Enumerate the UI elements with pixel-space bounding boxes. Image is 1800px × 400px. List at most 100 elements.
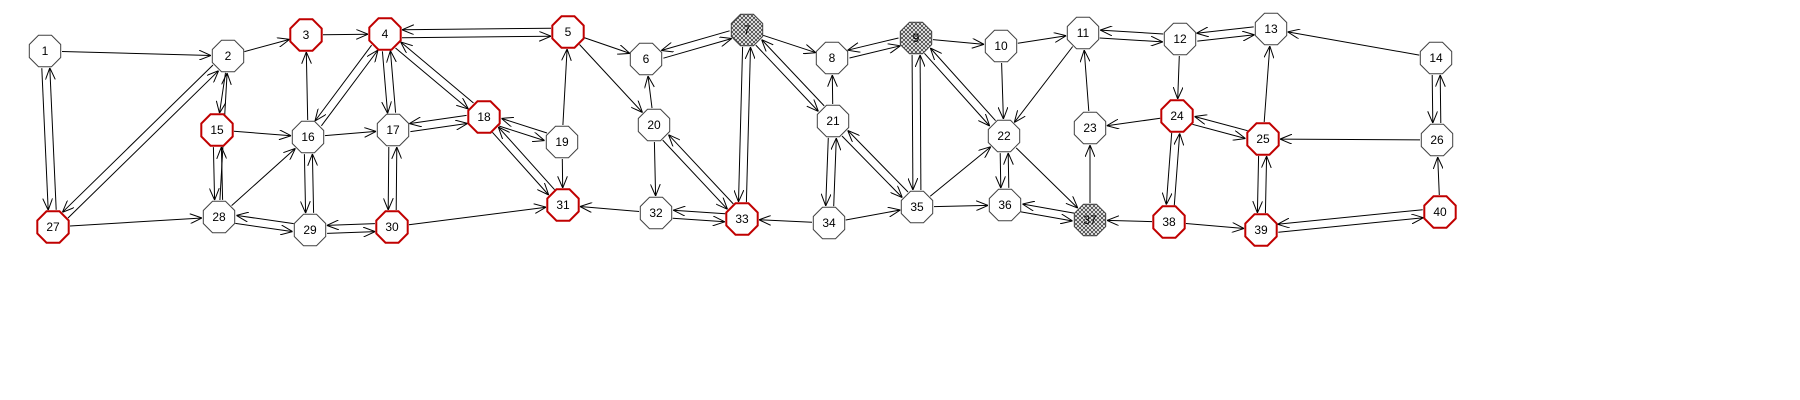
node-5[interactable]: 5: [551, 15, 585, 49]
edge-20-to-6: [648, 76, 652, 109]
edge-16-to-4: [320, 50, 378, 127]
node-31[interactable]: 31: [546, 188, 580, 222]
node-24-label: 24: [1170, 109, 1184, 123]
node-37-label: 37: [1083, 213, 1097, 227]
edge-12-to-24: [1178, 55, 1180, 99]
edge-33-to-7: [746, 47, 750, 203]
node-19[interactable]: 19: [545, 125, 579, 159]
node-17-shape: [376, 113, 410, 147]
edge-35-to-22: [929, 147, 991, 197]
node-33[interactable]: 33: [725, 202, 759, 236]
node-19-label: 19: [555, 135, 569, 149]
node-10[interactable]: 10: [984, 29, 1018, 63]
node-31-shape: [546, 188, 580, 222]
edge-39-to-40: [1278, 218, 1423, 233]
edge-30-to-29: [327, 224, 375, 226]
node-6-shape: [629, 42, 663, 76]
edge-22-to-37: [1015, 147, 1078, 208]
node-38[interactable]: 38: [1152, 205, 1186, 239]
node-6[interactable]: 6: [629, 42, 663, 76]
node-12-label: 12: [1173, 32, 1187, 46]
node-21-label: 21: [826, 114, 840, 128]
edge-5-to-6: [583, 37, 630, 54]
node-16[interactable]: 16: [291, 120, 325, 154]
edge-16-to-29: [304, 154, 305, 213]
edge-25-to-24: [1195, 117, 1248, 132]
node-33-label: 33: [735, 212, 749, 226]
node-36[interactable]: 36: [988, 188, 1022, 222]
node-23[interactable]: 23: [1073, 111, 1107, 145]
node-38-label: 38: [1162, 215, 1176, 229]
edge-16-to-17: [324, 131, 376, 135]
edge-40-to-39: [1278, 209, 1423, 225]
node-4[interactable]: 4: [368, 17, 402, 51]
edge-18-to-17: [409, 114, 467, 123]
node-30[interactable]: 30: [375, 210, 409, 244]
node-7[interactable]: 7: [730, 13, 764, 47]
node-10-shape: [984, 29, 1018, 63]
node-1[interactable]: 1: [28, 34, 62, 68]
node-35[interactable]: 35: [900, 190, 934, 224]
node-13[interactable]: 13: [1254, 12, 1288, 46]
edge-15-to-28: [213, 147, 214, 200]
node-26[interactable]: 26: [1420, 123, 1454, 157]
edge-18-to-4: [401, 42, 474, 104]
edge-16-to-3: [306, 52, 307, 121]
node-9[interactable]: 9: [899, 21, 933, 55]
node-7-shape: [730, 13, 764, 47]
node-14[interactable]: 14: [1419, 41, 1453, 75]
node-14-shape: [1419, 41, 1453, 75]
edge-33-to-32: [673, 210, 726, 214]
node-33-shape: [725, 202, 759, 236]
node-3[interactable]: 3: [289, 18, 323, 52]
edge-24-to-25: [1192, 123, 1245, 138]
node-39-shape: [1244, 213, 1278, 247]
node-12[interactable]: 12: [1163, 22, 1197, 56]
node-22[interactable]: 22: [987, 119, 1021, 153]
edge-39-to-25: [1265, 156, 1266, 214]
node-37[interactable]: 37: [1073, 203, 1107, 237]
node-8[interactable]: 8: [815, 41, 849, 75]
node-32[interactable]: 32: [639, 196, 673, 230]
node-12-shape: [1163, 22, 1197, 56]
node-30-label: 30: [385, 220, 399, 234]
node-21[interactable]: 21: [816, 104, 850, 138]
edge-28-to-16: [231, 148, 296, 206]
node-19-shape: [545, 125, 579, 159]
edge-25-to-13: [1263, 46, 1270, 123]
node-18[interactable]: 18: [467, 100, 501, 134]
node-15-shape: [200, 113, 234, 147]
node-40[interactable]: 40: [1423, 195, 1457, 229]
edge-4-to-17: [382, 51, 387, 113]
edge-10-to-22: [1002, 62, 1004, 119]
node-36-label: 36: [998, 198, 1012, 212]
node-34[interactable]: 34: [812, 206, 846, 240]
node-2[interactable]: 2: [211, 39, 245, 73]
edge-18-to-19: [498, 125, 545, 141]
edge-29-to-16: [312, 154, 313, 213]
node-15[interactable]: 15: [200, 113, 234, 147]
node-28[interactable]: 28: [202, 200, 236, 234]
node-11[interactable]: 11: [1066, 16, 1100, 50]
edge-10-to-11: [1017, 36, 1066, 44]
edge-40-to-26: [1438, 157, 1440, 196]
node-27-shape: [36, 210, 70, 244]
node-39[interactable]: 39: [1244, 213, 1278, 247]
edge-34-to-35: [845, 210, 901, 221]
edge-38-to-37: [1107, 220, 1153, 221]
edge-17-to-30: [388, 146, 389, 210]
edge-7-to-6: [661, 30, 730, 51]
edge-27-to-28: [69, 218, 202, 227]
node-32-label: 32: [649, 206, 663, 220]
edge-35-to-36: [933, 205, 988, 206]
node-25[interactable]: 25: [1246, 122, 1280, 156]
node-27[interactable]: 27: [36, 210, 70, 244]
node-17[interactable]: 17: [376, 113, 410, 147]
node-20[interactable]: 20: [637, 108, 671, 142]
node-29[interactable]: 29: [293, 213, 327, 247]
node-21-shape: [816, 104, 850, 138]
node-34-shape: [812, 206, 846, 240]
node-24[interactable]: 24: [1160, 99, 1194, 133]
edge-33-to-20: [669, 135, 734, 205]
